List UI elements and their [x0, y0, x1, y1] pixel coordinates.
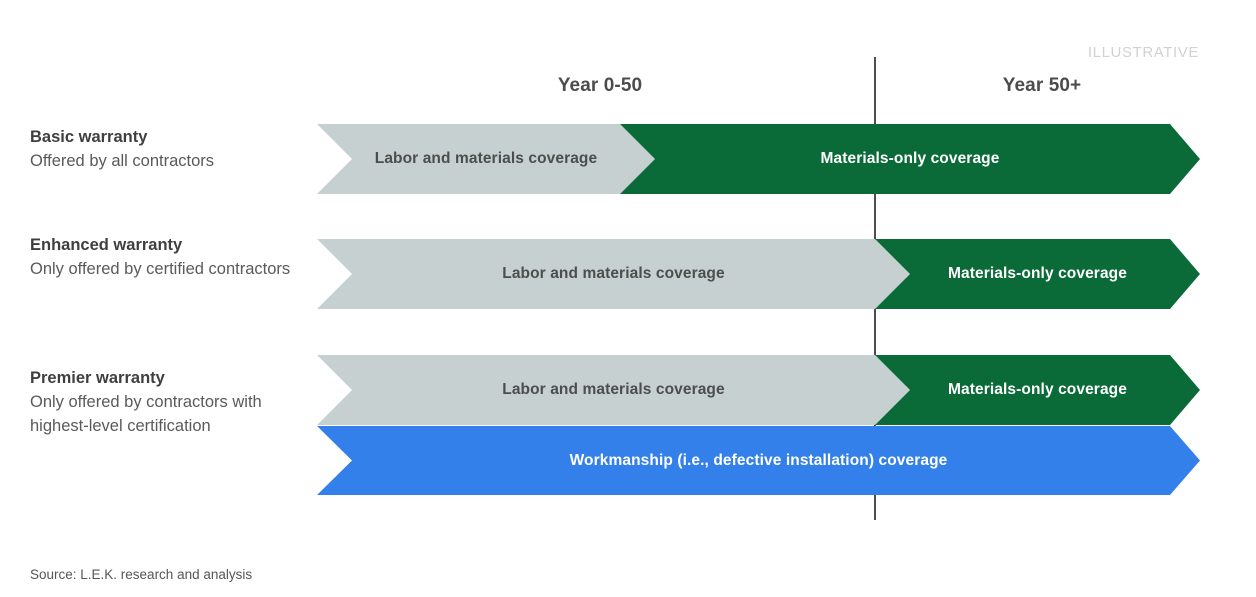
bar-row-premier-warranty-coverage: Labor and materials coverage Materials-o…: [317, 355, 1200, 425]
segment-materials-only-premier[interactable]: Materials-only coverage: [875, 355, 1200, 425]
row-subtitle: Only offered by certified contractors: [30, 260, 291, 278]
row-label-enhanced-warranty: Enhanced warranty Only offered by certif…: [30, 233, 320, 281]
bar-row-basic-warranty: Labor and materials coverage Materials-o…: [317, 124, 1200, 194]
illustrative-tag: ILLUSTRATIVE: [1087, 44, 1199, 61]
segment-label: Materials-only coverage: [948, 381, 1127, 398]
column-header-year-0-50: Year 0-50: [557, 75, 643, 96]
segment-label: Labor and materials coverage: [502, 381, 725, 398]
row-title: Premier warranty: [30, 369, 165, 387]
row-title: Basic warranty: [30, 128, 148, 146]
segment-materials-only-basic[interactable]: Materials-only coverage: [620, 124, 1200, 194]
bar-row-enhanced-warranty: Labor and materials coverage Materials-o…: [317, 239, 1200, 309]
segment-materials-only-enhanced[interactable]: Materials-only coverage: [875, 239, 1200, 309]
segment-label: Materials-only coverage: [820, 150, 1000, 167]
row-subtitle: Offered by all contractors: [30, 152, 215, 170]
segment-labor-and-materials-premier[interactable]: Labor and materials coverage: [317, 355, 910, 425]
row-label-premier-warranty: Premier warranty Only offered by contrac…: [30, 366, 320, 438]
row-label-basic-warranty: Basic warranty Offered by all contractor…: [30, 125, 320, 173]
segment-workmanship-premier[interactable]: Workmanship (i.e., defective installatio…: [317, 426, 1200, 495]
segment-label: Workmanship (i.e., defective installatio…: [569, 451, 948, 469]
row-title: Enhanced warranty: [30, 236, 183, 254]
bar-row-premier-workmanship: Workmanship (i.e., defective installatio…: [317, 426, 1200, 495]
segment-label: Materials-only coverage: [948, 265, 1127, 282]
column-header-year-50-plus: Year 50+: [1002, 75, 1082, 96]
source-note: Source: L.E.K. research and analysis: [30, 567, 253, 582]
segment-labor-and-materials-enhanced[interactable]: Labor and materials coverage: [317, 239, 910, 309]
segment-labor-and-materials-basic[interactable]: Labor and materials coverage: [317, 124, 655, 194]
row-subtitle: Only offered by contractors with highest…: [30, 393, 262, 435]
segment-label: Labor and materials coverage: [374, 150, 598, 167]
segment-label: Labor and materials coverage: [502, 265, 725, 282]
